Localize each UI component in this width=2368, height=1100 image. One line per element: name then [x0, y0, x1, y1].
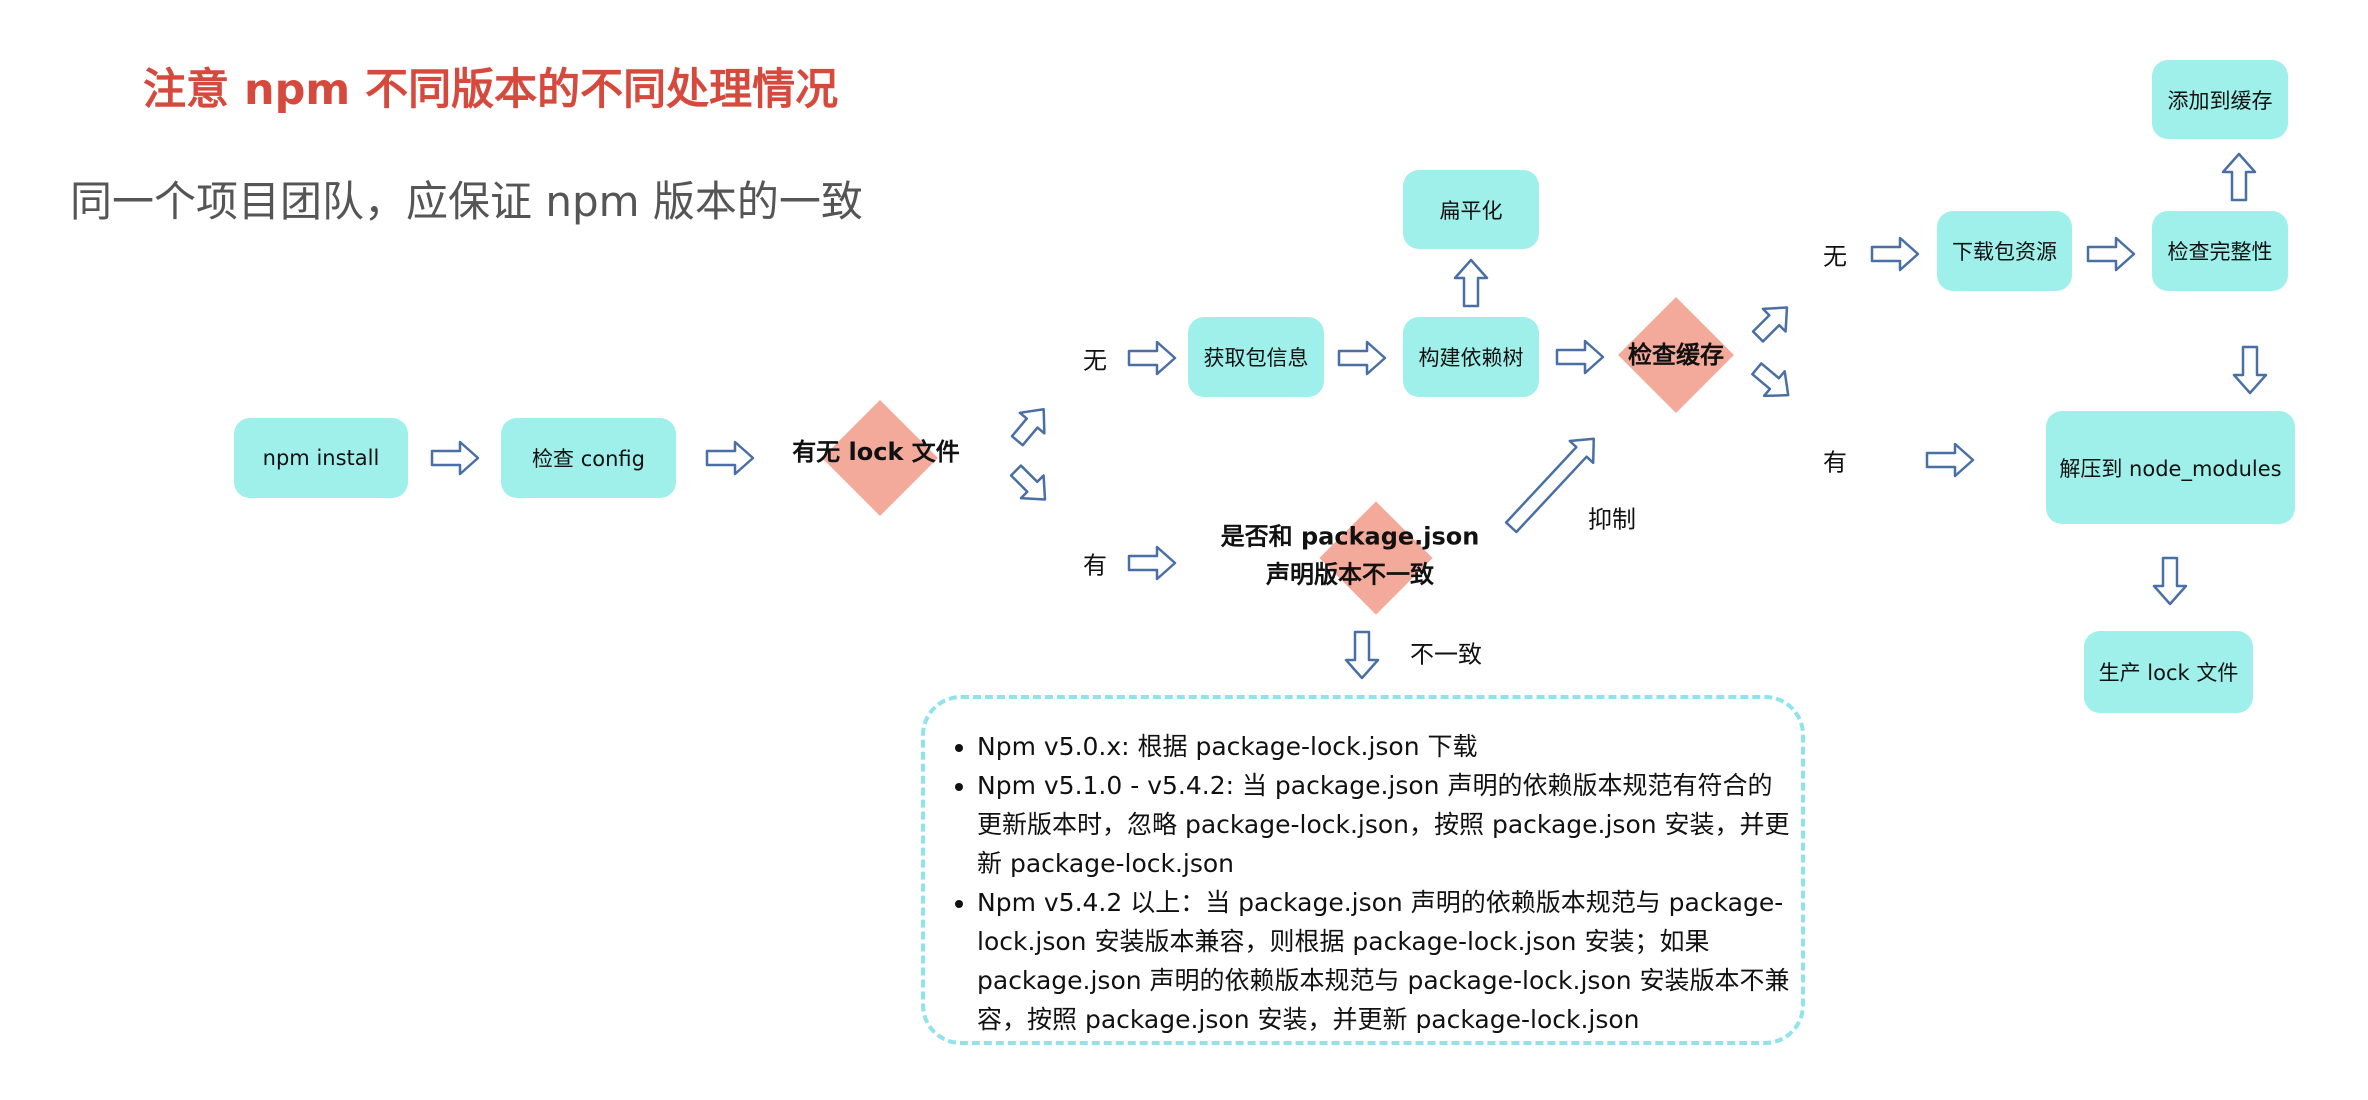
- node-build-tree: 构建依赖树: [1403, 317, 1539, 397]
- node-flatten: 扁平化: [1403, 170, 1539, 249]
- note-item: Npm v5.0.x: 根据 package-lock.json 下载: [977, 727, 1791, 766]
- flow-arrow-icon: [2152, 556, 2188, 606]
- flow-arrow-icon: [1555, 339, 1605, 375]
- flow-arrow-icon: [1496, 425, 1608, 541]
- flow-arrow-icon: [1127, 340, 1177, 376]
- note-item: Npm v5.1.0 - v5.4.2: 当 package.json 声明的依…: [977, 766, 1791, 883]
- node-check-integrity: 检查完整性: [2152, 211, 2288, 291]
- decision-label-cache: 检查缓存: [1628, 340, 1724, 369]
- decision-label-version: 是否和 package.json 声明版本不一致: [1221, 518, 1480, 595]
- label-no-cache: 无: [1823, 242, 1847, 271]
- flow-arrow-icon: [1743, 354, 1801, 411]
- flow-arrow-icon: [1743, 293, 1800, 350]
- label-has-lock: 有: [1083, 551, 1107, 580]
- decision-label-lock: 有无 lock 文件: [792, 437, 960, 466]
- node-fetch-info: 获取包信息: [1188, 317, 1324, 397]
- label-inconsistent: 不一致: [1410, 640, 1482, 669]
- flow-arrow-icon: [430, 440, 480, 476]
- flow-arrow-icon: [2232, 345, 2268, 395]
- page-title: 注意 npm 不同版本的不同处理情况: [143, 65, 839, 115]
- flow-arrow-icon: [1127, 545, 1177, 581]
- label-suppress: 抑制: [1588, 505, 1636, 534]
- flow-arrow-icon: [1001, 456, 1058, 513]
- node-check-config: 检查 config: [501, 418, 676, 498]
- flow-arrow-icon: [1453, 258, 1489, 308]
- flow-arrow-icon: [2221, 152, 2257, 202]
- node-extract: 解压到 node_modules: [2046, 411, 2295, 524]
- flow-arrow-icon: [1344, 630, 1380, 680]
- label-no-lock: 无: [1083, 346, 1107, 375]
- flow-arrow-icon: [1002, 396, 1059, 454]
- decision-label-version-line2: 声明版本不一致: [1266, 561, 1434, 589]
- label-has-cache: 有: [1823, 448, 1847, 477]
- flow-arrow-icon: [1870, 236, 1920, 272]
- decision-label-version-line1: 是否和 package.json: [1220, 522, 1480, 551]
- page-subtitle: 同一个项目团队，应保证 npm 版本的一致: [70, 177, 863, 226]
- flow-arrow-icon: [1925, 442, 1975, 478]
- node-generate-lock: 生产 lock 文件: [2084, 631, 2253, 713]
- note-item: Npm v5.4.2 以上：当 package.json 声明的依赖版本规范与 …: [977, 883, 1791, 1039]
- node-download: 下载包资源: [1937, 211, 2072, 291]
- node-npm-install: npm install: [234, 418, 408, 498]
- flow-arrow-icon: [1337, 340, 1387, 376]
- flow-arrow-icon: [705, 440, 755, 476]
- version-notes-box: Npm v5.0.x: 根据 package-lock.json 下载 Npm …: [921, 695, 1805, 1045]
- node-add-cache: 添加到缓存: [2152, 60, 2288, 139]
- flow-arrow-icon: [2086, 236, 2136, 272]
